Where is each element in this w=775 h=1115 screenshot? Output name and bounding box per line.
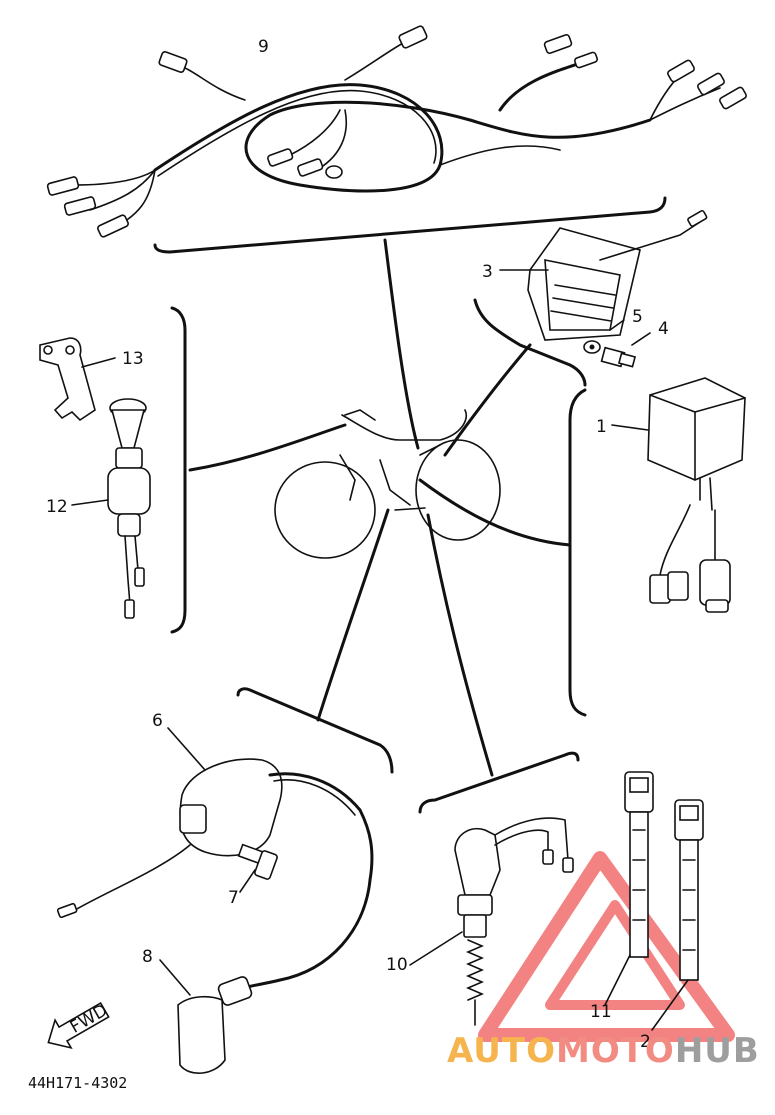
leader-rectifier xyxy=(443,343,532,457)
leader-cdi xyxy=(418,478,572,547)
cable-tie-11-part xyxy=(624,771,654,958)
callout-2: 2 xyxy=(640,1032,651,1052)
rectifier-bracket xyxy=(473,298,587,387)
callout-8: 8 xyxy=(142,947,153,967)
neutral-switch-part xyxy=(454,817,574,1026)
callout-12: 12 xyxy=(46,497,68,517)
choke-bracket xyxy=(170,306,187,634)
bolt-part xyxy=(600,346,637,368)
choke-knob-part xyxy=(107,398,151,619)
callout-7: 7 xyxy=(228,888,239,908)
coil-bolt-part xyxy=(237,843,278,880)
callout-5: 5 xyxy=(632,307,643,327)
callout-6: 6 xyxy=(152,711,163,731)
cdi-unit-part xyxy=(647,377,746,613)
watermark-part-3: HUB xyxy=(675,1031,760,1071)
svg-text:AUTOMOTOHUB: AUTOMOTOHUB xyxy=(447,1031,760,1071)
coil-bracket xyxy=(236,687,394,774)
harness-bracket xyxy=(153,196,667,254)
callout-3: 3 xyxy=(482,262,493,282)
wire-harness-part xyxy=(46,25,747,238)
watermark-part-2: MOTO xyxy=(556,1031,675,1071)
fwd-label: FWD xyxy=(67,1000,111,1037)
plug-cap-part xyxy=(177,878,372,1074)
callout-1: 1 xyxy=(596,417,607,437)
cable-tie-2-part xyxy=(674,799,704,981)
motorcycle-outline xyxy=(274,409,501,559)
cdi-bracket xyxy=(568,388,587,717)
mount-bracket-part xyxy=(39,337,96,422)
rectifier-regulator-part xyxy=(527,209,708,341)
switch-bracket xyxy=(418,751,580,814)
ignition-coil-part xyxy=(56,758,374,919)
leader-coil xyxy=(316,508,390,722)
watermark-part-1: AUTO xyxy=(447,1031,556,1071)
callout-11: 11 xyxy=(590,1002,612,1022)
washer-part xyxy=(583,340,601,354)
leader-plug-cap xyxy=(426,513,494,777)
fwd-arrow-icon: FWD xyxy=(47,1000,111,1050)
callout-9: 9 xyxy=(258,37,269,57)
callout-4: 4 xyxy=(658,319,669,339)
watermark-logo: AUTOMOTOHUB xyxy=(447,1031,760,1071)
callout-10: 10 xyxy=(386,955,408,975)
leader-choke xyxy=(188,423,347,472)
callout-13: 13 xyxy=(122,349,144,369)
leader-harness xyxy=(383,238,420,450)
diagram-code: 44H171-4302 xyxy=(28,1074,127,1092)
